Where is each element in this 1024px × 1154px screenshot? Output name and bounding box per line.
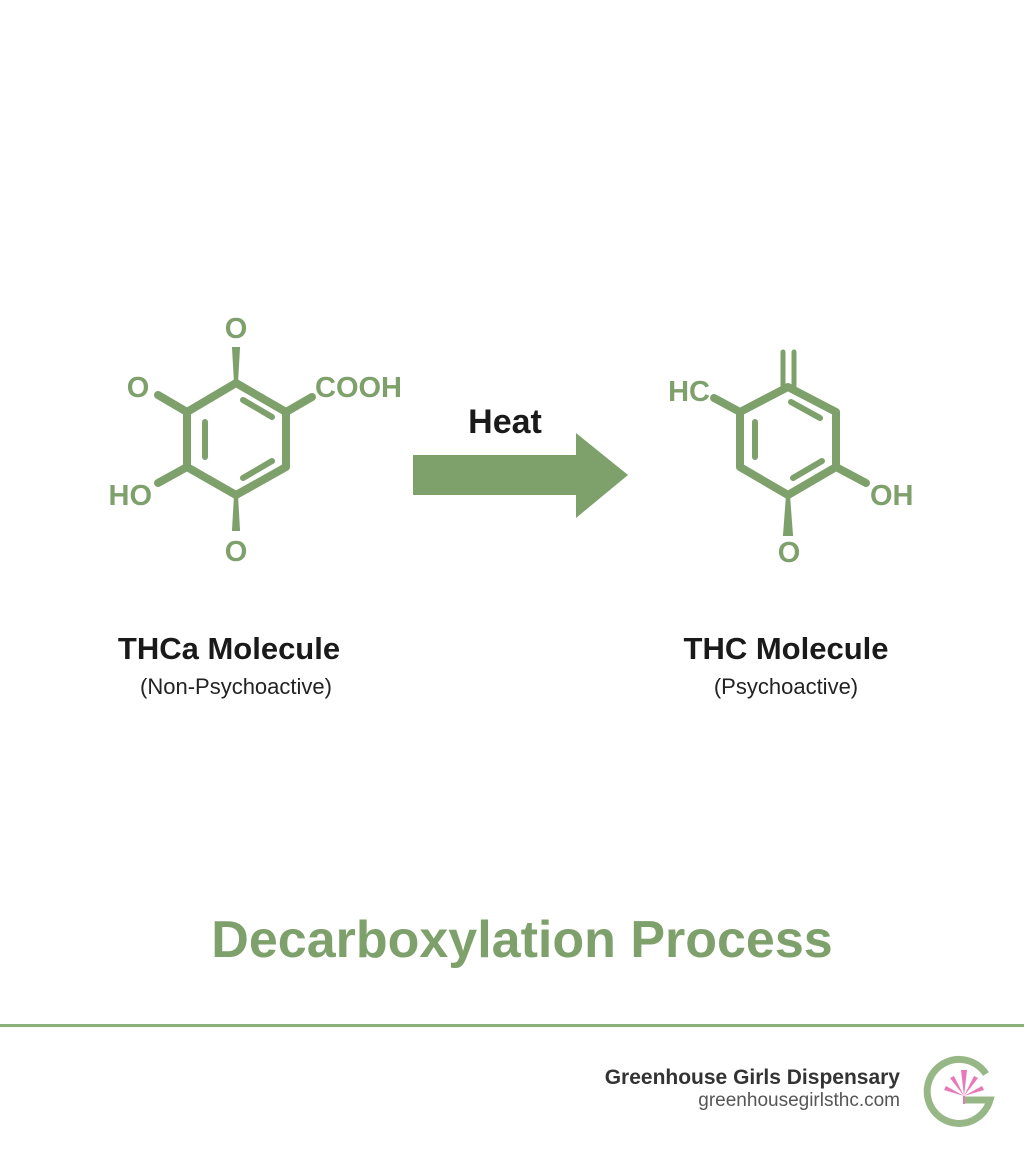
page-title: Decarboxylation Process [211,911,833,969]
reaction-arrow [413,433,628,518]
atom-label: HC [668,376,710,408]
brand-url[interactable]: greenhousegirlsthc.com [698,1090,900,1111]
thc-name: THC Molecule [683,631,889,666]
thca-name: THCa Molecule [117,631,341,666]
thca-molecule [154,347,316,531]
atom-label: O [778,537,801,569]
brand-name: Greenhouse Girls Dispensary [604,1066,900,1089]
atom-label: HO [109,480,153,512]
diagram-canvas: O O COOH HO O Heat HC OH O [109,313,914,569]
atom-label: O [225,536,248,568]
brand-logo [923,1055,995,1127]
atom-label: COOH [315,372,402,404]
divider [0,1024,1024,1027]
thc-molecule [710,349,870,536]
thca-ring [183,379,290,499]
arrow-label: Heat [468,403,542,441]
atom-label: OH [870,480,914,512]
thc-note: (Psychoactive) [713,674,859,699]
thca-note: (Non-Psychoactive) [140,674,332,699]
cannabis-leaf-icon [944,1070,984,1104]
atom-label: O [225,313,248,345]
atom-label: O [127,372,150,404]
